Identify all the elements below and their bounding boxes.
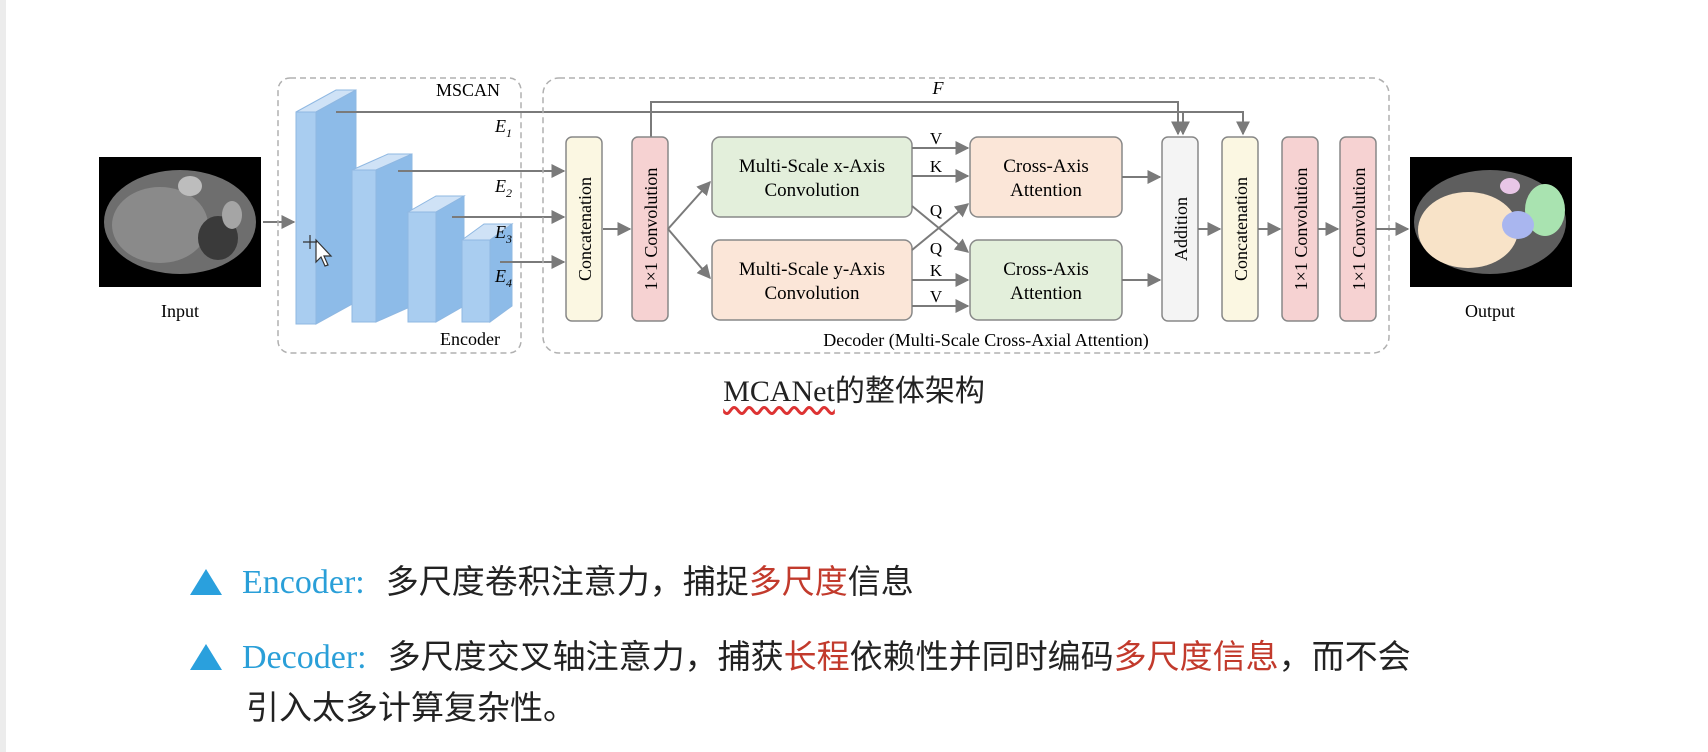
mouse-cursor-icon <box>303 235 333 267</box>
qkv-label-k-bottom: K <box>930 261 943 280</box>
e1-skip-line <box>336 111 1190 136</box>
encoder-block-1 <box>295 89 357 325</box>
feature-label-e4: E4 <box>494 266 512 290</box>
qkv-label-k-top: K <box>930 157 943 176</box>
feature-label-e2-letter: E <box>494 176 506 196</box>
caption-suffix: 的整体架构 <box>834 375 985 408</box>
cross-axis-bottom-line1: Cross-Axis <box>1003 259 1089 280</box>
feature-label-e3-subscript: 3 <box>505 232 512 246</box>
msx-line1: Multi-Scale x-Axis <box>739 156 885 177</box>
f-skip-line <box>650 101 1185 137</box>
encoder-group-title: MSCAN <box>436 80 500 100</box>
decoder-text-1: 多尺度交叉轴注意力，捕获 <box>387 637 784 676</box>
diagram-caption: MCANet的整体架构 <box>0 366 1708 410</box>
addition-label: Addition <box>1171 197 1191 261</box>
cross-axis-bottom-line2: Attention <box>1010 283 1082 304</box>
cross-axis-top-line2: Attention <box>1010 180 1082 201</box>
output-label: Output <box>1465 301 1515 321</box>
bullet-decoder: Decoder: 多尺度交叉轴注意力，捕获长程依赖性并同时编码多尺度信息，而不会… <box>190 637 1570 728</box>
feature-label-e4-subscript: 4 <box>506 276 512 290</box>
encoder-block-3 <box>406 195 466 323</box>
mcanet-architecture-diagram: Input Output MSCAN Encoder <box>99 77 1572 354</box>
decoder-sep: : <box>357 639 367 676</box>
qkv-label-v-top: V <box>930 129 943 148</box>
conv-to-msy-arrow <box>667 228 711 280</box>
q-cross-arrow-up <box>911 203 970 251</box>
decoder-text-4: 引入太多计算复杂性。 <box>246 688 576 727</box>
conv1x1-a-label: 1×1 Convolution <box>1291 168 1311 291</box>
input-ct-image <box>99 157 261 287</box>
encoder-group <box>277 77 522 354</box>
feature-label-e2: E2 <box>494 176 512 200</box>
qkv-label-v-bottom: V <box>930 287 943 306</box>
caption-model-name: MCANet <box>723 375 835 408</box>
feature-label-e2-subscript: 2 <box>506 186 512 200</box>
input-label: Input <box>161 301 199 321</box>
encoder-label: Encoder <box>440 329 500 349</box>
decoder-label: Decoder (Multi-Scale Cross-Axial Attenti… <box>823 330 1148 351</box>
decoder-highlight-1: 长程 <box>783 637 850 676</box>
triangle-bullet-icon <box>190 569 222 595</box>
feature-label-e3-letter: E <box>494 222 506 242</box>
decoder-highlight-2: 多尺度信息 <box>1113 637 1279 676</box>
cross-axis-top-line1: Cross-Axis <box>1003 156 1089 177</box>
conv-to-msx-arrow <box>667 180 711 230</box>
q-cross-arrow-down <box>911 205 970 253</box>
qkv-label-q-top: Q <box>930 201 942 220</box>
decoder-text-3: ，而不会 <box>1278 637 1411 676</box>
encoder-block-2 <box>351 153 413 323</box>
msy-line2: Convolution <box>764 283 860 304</box>
cross-axis-attention-top-box <box>969 136 1123 218</box>
encoder-term: Encoder <box>242 564 356 601</box>
decoder-group <box>542 77 1390 354</box>
msx-conv-box <box>711 136 913 218</box>
bullet-encoder: Encoder: 多尺度卷积注意力，捕捉多尺度信息 <box>190 562 914 603</box>
left-edge-strip <box>0 0 6 752</box>
encoder-text-before: 多尺度卷积注意力，捕捉 <box>385 562 749 601</box>
msx-line2: Convolution <box>764 180 860 201</box>
msy-line1: Multi-Scale y-Axis <box>739 259 885 280</box>
feature-label-e1: E1 <box>494 116 512 140</box>
output-ct-image <box>1410 157 1572 287</box>
encoder-block-4 <box>460 223 514 323</box>
feature-label-e4-letter: E <box>494 266 506 286</box>
e1-skip-line-2 <box>336 111 1250 136</box>
qkv-label-q-bottom: Q <box>930 239 942 258</box>
concatenation-box <box>565 136 603 322</box>
f-label: F <box>932 78 945 98</box>
feature-label-e1-letter: E <box>494 116 506 136</box>
msy-conv-box <box>711 239 913 321</box>
decoder-term: Decoder <box>242 639 358 676</box>
encoder-text-after: 信息 <box>847 562 914 601</box>
decoder-text-2: 依赖性并同时编码 <box>849 637 1114 676</box>
concatenation-label: Concatenation <box>575 177 595 281</box>
encoder-highlight: 多尺度 <box>748 562 848 601</box>
feature-label-e1-subscript: 1 <box>506 126 512 140</box>
feature-label-e3: E3 <box>494 222 512 246</box>
conv1x1-b-label: 1×1 Convolution <box>1349 168 1369 291</box>
cross-axis-attention-bottom-box <box>969 239 1123 321</box>
concatenation2-label: Concatenation <box>1231 177 1251 281</box>
conv1x1-label: 1×1 Convolution <box>641 168 661 291</box>
encoder-sep: : <box>355 564 365 601</box>
triangle-bullet-icon <box>190 644 222 670</box>
